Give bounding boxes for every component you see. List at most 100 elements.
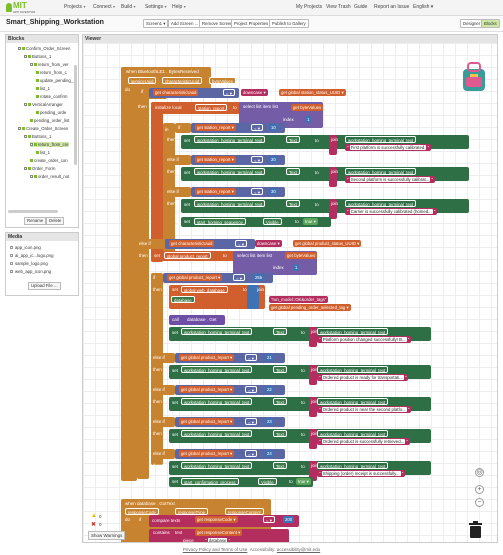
number-30[interactable]: 30 [269, 188, 278, 195]
accessibility-email-link[interactable]: accessibility@mit.edu [276, 547, 321, 552]
link-report-issue[interactable]: Report an Issue [374, 4, 410, 10]
get-global-product-report[interactable]: get global product_report ▾ [179, 386, 235, 393]
else-if-block[interactable] [163, 187, 191, 197]
else-if-block[interactable] [163, 155, 191, 165]
tree-item[interactable]: return_from_ver [30, 62, 69, 67]
get-byte-values[interactable]: get byteValues [291, 104, 324, 111]
zoom-in-icon[interactable]: + [475, 485, 484, 494]
component-workstation-text[interactable]: workstation_homing_terminal_text [181, 430, 253, 437]
text-database[interactable]: " database " [203, 537, 233, 543]
equals-op[interactable]: = ▾ [245, 354, 257, 361]
boolean-true[interactable]: true ▾ [303, 218, 318, 225]
get-station-report[interactable]: get station_report ▾ [195, 124, 236, 131]
tree-item[interactable]: update_pending_ [36, 78, 73, 83]
screen-select[interactable]: Screen1 ▾ [143, 19, 169, 28]
number-value[interactable]: 23 [265, 418, 274, 425]
text-string-msg8[interactable]: " Shipping (order) receipt is successful… [317, 470, 406, 477]
text-string-msg7[interactable]: " Ordered product is successfully retrie… [317, 438, 410, 445]
component-workstation-text[interactable]: workstation_homing_terminal_text [345, 200, 417, 207]
if-block-outer[interactable] [137, 87, 149, 479]
trash-icon[interactable] [469, 521, 482, 538]
number-value[interactable]: 24 [265, 450, 274, 457]
compare-block[interactable] [191, 123, 285, 133]
language-select[interactable]: English ▾ [413, 4, 434, 10]
media-file[interactable]: web_app_icon.png [10, 269, 51, 274]
if-header-inner[interactable] [175, 123, 191, 133]
tree-item[interactable]: rotate_confirm [36, 94, 67, 99]
equals-op[interactable]: = ▾ [233, 274, 245, 281]
join-block[interactable] [309, 429, 317, 449]
component-workstation-text[interactable]: workstation_homing_terminal_text [345, 168, 417, 175]
property-visible[interactable]: Visible [258, 478, 277, 485]
center-view-icon[interactable]: ◎ [475, 468, 484, 477]
get-byte-values[interactable]: get byteValues [285, 252, 318, 259]
else-if-block[interactable] [151, 385, 175, 395]
text-string-msg4[interactable]: " Platform position changed successfully… [317, 336, 412, 343]
component-workstation-text[interactable]: workstation_homing_terminal_text [194, 168, 266, 175]
tree-item-selected[interactable]: return_from_cre [30, 142, 69, 147]
equals-op[interactable]: = ▾ [251, 124, 263, 131]
text-string-msg2[interactable]: " Second platform is successfully calibr… [345, 176, 436, 183]
component-workstation-text[interactable]: workstation_homing_terminal_text [317, 366, 389, 373]
init-local-block[interactable] [151, 102, 163, 262]
link-my-projects[interactable]: My Projects [296, 4, 323, 10]
component-workstation-text[interactable]: workstation_homing_terminal_text [345, 136, 417, 143]
number-255[interactable]: 255 [253, 274, 265, 281]
upload-file-button[interactable]: Upload File ... [28, 282, 61, 290]
join-block[interactable] [329, 199, 337, 219]
zoom-out-icon[interactable]: − [475, 498, 484, 507]
set-confirmation-visible[interactable] [169, 477, 313, 487]
join-block[interactable] [309, 365, 317, 385]
tree-item[interactable]: Create_Order_Screen [18, 126, 68, 131]
property-text[interactable]: Text [273, 398, 287, 405]
get-global-product-report[interactable]: get global product_report ▾ [179, 418, 235, 425]
equals-op[interactable]: = ▾ [263, 516, 275, 523]
equals-op[interactable]: = ▾ [245, 450, 257, 457]
text-string-msg5[interactable]: " Ordered product is ready for transport… [317, 374, 409, 381]
join-block[interactable] [309, 327, 317, 347]
var-global-web-database[interactable]: global web_database [181, 286, 228, 293]
else-if-block[interactable] [137, 239, 165, 249]
text-tag[interactable]: "run_model::OK&order_tags" [269, 296, 329, 303]
get-characteristic-uuid[interactable]: get characteristicUuid [169, 240, 215, 247]
compare-block[interactable] [191, 187, 285, 197]
project-properties-button[interactable]: Project Properties [231, 19, 272, 28]
tree-item[interactable]: order_result_not [30, 174, 69, 179]
number-value[interactable]: 21 [265, 354, 274, 361]
blocks-workspace[interactable]: when BluetoothLE1 . BytesReceived servic… [83, 43, 497, 543]
number-1[interactable]: 1 [305, 116, 312, 123]
rename-button[interactable]: Rename [24, 217, 47, 225]
get-global-pending[interactable]: get global pending_order_selected_tag ▾ [269, 304, 351, 311]
param-byte-values[interactable]: byteValues [209, 77, 236, 84]
text-string-msg3[interactable]: " Carrier is successfully calibrated (ho… [345, 208, 438, 215]
set-start-homing-visible[interactable] [181, 217, 331, 227]
get-response-content[interactable]: get responseContent ▾ [195, 529, 243, 536]
component-database[interactable]: database [171, 296, 195, 303]
number-20[interactable]: 20 [269, 156, 278, 163]
else-if-block[interactable] [151, 417, 175, 427]
downcase-block[interactable]: downcase ▾ [255, 240, 282, 247]
tree-item[interactable]: pending_order_list [30, 118, 69, 123]
number-value[interactable]: 200 [283, 516, 295, 523]
tree-item[interactable]: list_1 [36, 150, 50, 155]
property-visible[interactable]: Visible [263, 218, 282, 225]
add-screen-button[interactable]: Add Screen ... [168, 19, 202, 28]
media-file[interactable]: app_icon.png [10, 245, 41, 250]
property-text[interactable]: Text [286, 200, 300, 207]
join-block[interactable] [329, 135, 337, 155]
else-if-block[interactable] [151, 353, 175, 363]
get-global-product-status[interactable]: get global product_status_UUID ▾ [293, 240, 362, 247]
tree-item[interactable]: Buttons_1 [24, 54, 51, 59]
tree-item[interactable]: VerticalArranger [24, 102, 63, 107]
menu-connect[interactable]: Connect ▾ [93, 4, 116, 10]
tree-item[interactable]: Order_Form [24, 166, 55, 171]
join-block[interactable] [329, 167, 337, 187]
equals-op[interactable]: = ▾ [223, 89, 235, 96]
component-start-homing[interactable]: start_homing_sequence [194, 218, 246, 225]
param-response-type[interactable]: responseType [175, 508, 208, 515]
get-global-station-status[interactable]: get global station_status_UUID ▾ [279, 89, 346, 96]
backpack-icon[interactable] [459, 61, 489, 93]
text-string-msg1[interactable]: " First platform is successfully calibra… [345, 144, 432, 151]
get-station-report[interactable]: get station_report ▾ [195, 188, 236, 195]
tree-vertical-scrollbar[interactable] [74, 65, 77, 165]
